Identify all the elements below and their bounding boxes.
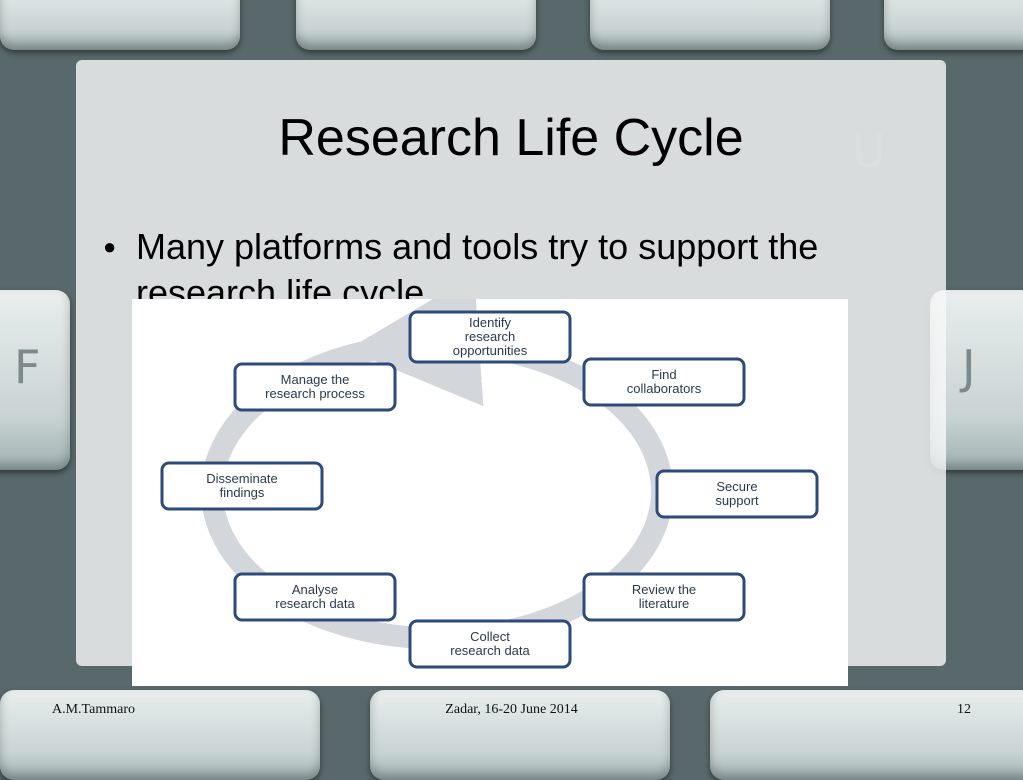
stage-label: literature [639,596,690,611]
stage-box [582,357,746,407]
footer-page-number: 12 [957,702,971,717]
stage-label: opportunities [453,343,528,358]
bg-key-letter: J [962,340,976,394]
stage-label: support [715,493,759,508]
bg-key [884,0,1023,50]
stage-box [160,461,324,511]
stage-label: Collect [470,629,510,644]
bg-key [370,690,670,780]
stage-box [233,362,397,412]
bullet-dot: ● [103,234,117,259]
bg-key [710,690,1023,780]
stage-label: Secure [716,479,757,494]
stage-box [582,572,746,622]
stage-box [655,469,819,519]
stage-layer: IdentifyresearchopportunitiesFindcollabo… [160,310,819,669]
bg-key [590,0,830,50]
stage-label: Disseminate [206,471,278,486]
footer-author: A.M.Tammaro [52,702,136,717]
stage-label: collaborators [627,381,702,396]
cycle-svg: IdentifyresearchopportunitiesFindcollabo… [160,299,819,669]
stage-box [408,619,572,669]
stage-label: research data [275,596,355,611]
slide-title: Research Life Cycle [278,109,744,167]
stage-label: Identify [469,315,511,330]
stage-label: Manage the [281,372,350,387]
stage-label: Analyse [292,582,338,597]
stage-label: research process [265,386,365,401]
stage-label: findings [220,485,265,500]
bg-key [0,290,70,470]
stage-box [233,572,397,622]
bg-key [0,0,240,50]
bg-key [0,690,320,780]
stage-label: research data [450,643,530,658]
footer-event: Zadar, 16-20 June 2014 [445,702,578,717]
bg-key-letter: F [14,340,41,394]
bg-key [296,0,536,50]
stage-label: Find [651,367,676,382]
stage-label: Review the [632,582,696,597]
stage-label: research [465,329,516,344]
stage-box [408,310,572,364]
